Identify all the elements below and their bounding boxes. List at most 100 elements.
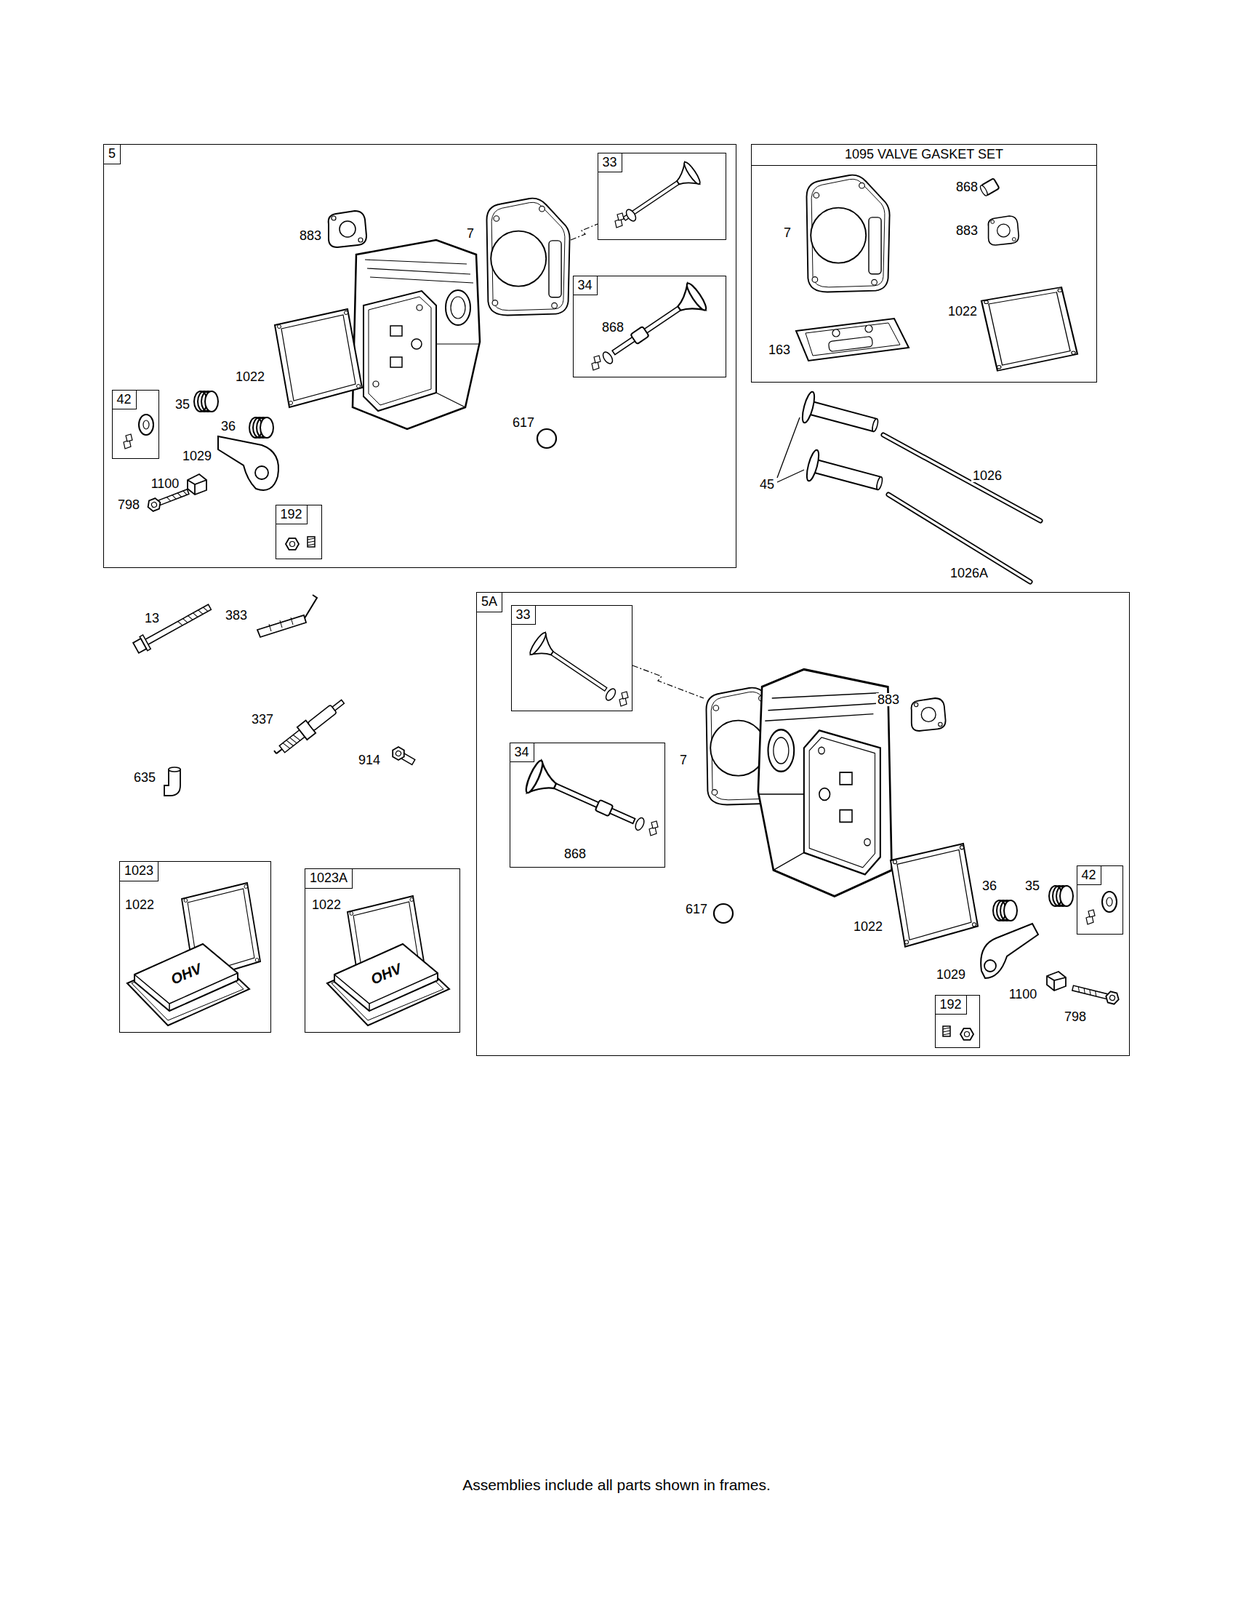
push-rod xyxy=(888,494,1031,582)
rocker-arm xyxy=(980,923,1039,978)
callout-number: 1029 xyxy=(181,449,214,463)
callout-number: 1100 xyxy=(1007,987,1039,1001)
valve-keeper xyxy=(591,355,601,371)
push-rod-guide xyxy=(187,474,207,495)
callout-number: 883 xyxy=(876,692,901,706)
tappet xyxy=(800,390,882,441)
valve-keeper xyxy=(619,691,629,706)
exhaust-gasket xyxy=(987,215,1019,246)
callout-number: 1022 xyxy=(946,304,979,318)
gasket-set-drawing xyxy=(828,335,873,352)
frame-number: 34 xyxy=(573,276,598,296)
callout-number: 1022 xyxy=(234,370,267,384)
callout-number: 45 xyxy=(758,477,776,491)
rocker-stud xyxy=(1077,986,1098,996)
parts-frame: 33 xyxy=(511,604,633,712)
valve-cover-gasket xyxy=(890,843,978,947)
callout-number: 36 xyxy=(980,878,999,893)
callout-number: 7 xyxy=(782,226,793,240)
callout-number: 1026A xyxy=(948,566,990,580)
rocker-stud xyxy=(166,490,187,502)
callout-number: 868 xyxy=(562,846,588,861)
frame-number: 42 xyxy=(1077,865,1102,886)
valve-seal xyxy=(979,184,989,198)
parts-frame: 1095 VALVE GASKET SET xyxy=(750,143,1098,383)
parts-frame: 33 xyxy=(597,152,727,240)
retainer xyxy=(601,350,615,366)
o-ring xyxy=(537,428,557,448)
frame-5-drawing xyxy=(123,160,709,550)
frame-number: 1023 xyxy=(119,861,159,882)
frame-number: 33 xyxy=(598,153,623,174)
loose-parts xyxy=(168,766,181,772)
spark-plug xyxy=(282,733,301,750)
valve-seal xyxy=(979,178,1000,197)
callout-number: 635 xyxy=(132,770,158,784)
spring-retainer xyxy=(1102,891,1117,912)
callout-number: 13 xyxy=(143,611,161,625)
tappets-and-pushrods xyxy=(777,390,1041,582)
valve-cover-drawings xyxy=(127,882,450,1026)
callout-number: 1029 xyxy=(934,967,967,981)
loose-parts xyxy=(268,617,293,632)
head-bolt xyxy=(178,606,208,627)
retainer xyxy=(624,207,638,224)
frame-number: 192 xyxy=(276,505,308,525)
parts-frame: 192 xyxy=(934,994,981,1048)
rocker-stud xyxy=(158,489,190,506)
frame-number: 192 xyxy=(935,995,967,1015)
gasket-set-drawing xyxy=(805,322,901,356)
elbow-fitting xyxy=(164,769,181,796)
head-gasket xyxy=(806,175,890,293)
callout-number: 798 xyxy=(116,497,142,512)
callout-number: 337 xyxy=(250,712,275,726)
parts-frame: 5 33 34 42 192 xyxy=(103,143,737,568)
parts-frame: 1023A xyxy=(304,868,461,1033)
rocker-arm xyxy=(218,436,279,491)
callout-number: 35 xyxy=(173,397,192,411)
retainer xyxy=(633,816,646,832)
valve-cover xyxy=(327,943,450,1026)
frame-number: 33 xyxy=(511,605,536,626)
push-rod xyxy=(888,494,1031,582)
frame-number: 1023A xyxy=(305,868,353,889)
parts-frame: 1023 xyxy=(119,860,272,1033)
callout-number: 163 xyxy=(766,343,792,357)
valve-keeper xyxy=(123,434,133,449)
callout-number: 1026 xyxy=(971,468,1004,483)
callout-number: 868 xyxy=(954,180,980,194)
tappet xyxy=(804,448,887,499)
valve-keeper xyxy=(1086,909,1095,925)
exhaust-gasket xyxy=(911,697,946,731)
leader-line xyxy=(777,417,805,483)
valve-keeper xyxy=(649,820,658,836)
frame-number: 42 xyxy=(112,390,137,411)
valve-cover-gasket xyxy=(274,308,363,408)
callout-number: 7 xyxy=(465,226,476,240)
valve-seal xyxy=(630,326,650,344)
rocker-stud xyxy=(1104,990,1120,1004)
frame-title: 1095 VALVE GASKET SET xyxy=(751,144,1097,166)
valve-keeper xyxy=(615,213,624,228)
callout-number: 383 xyxy=(223,608,249,622)
valve-cover xyxy=(127,943,250,1026)
parts-frame: 192 xyxy=(275,504,323,560)
cylinder-head xyxy=(758,668,893,896)
callout-number: 883 xyxy=(298,229,323,243)
callout-number: 868 xyxy=(600,320,626,334)
callout-number: 35 xyxy=(1023,878,1042,893)
frame-number: 5 xyxy=(103,144,121,165)
head-bolt xyxy=(132,599,214,655)
intake-valve xyxy=(527,631,613,701)
callout-number: 617 xyxy=(684,902,709,916)
intake-gasket xyxy=(796,318,909,361)
screw xyxy=(389,745,416,767)
callout-number: 1022 xyxy=(310,897,343,911)
valve-spring xyxy=(249,417,274,438)
nut xyxy=(285,537,299,550)
callout-number: 36 xyxy=(219,419,238,433)
intake-valve xyxy=(617,160,703,230)
spark-plug xyxy=(307,704,337,731)
